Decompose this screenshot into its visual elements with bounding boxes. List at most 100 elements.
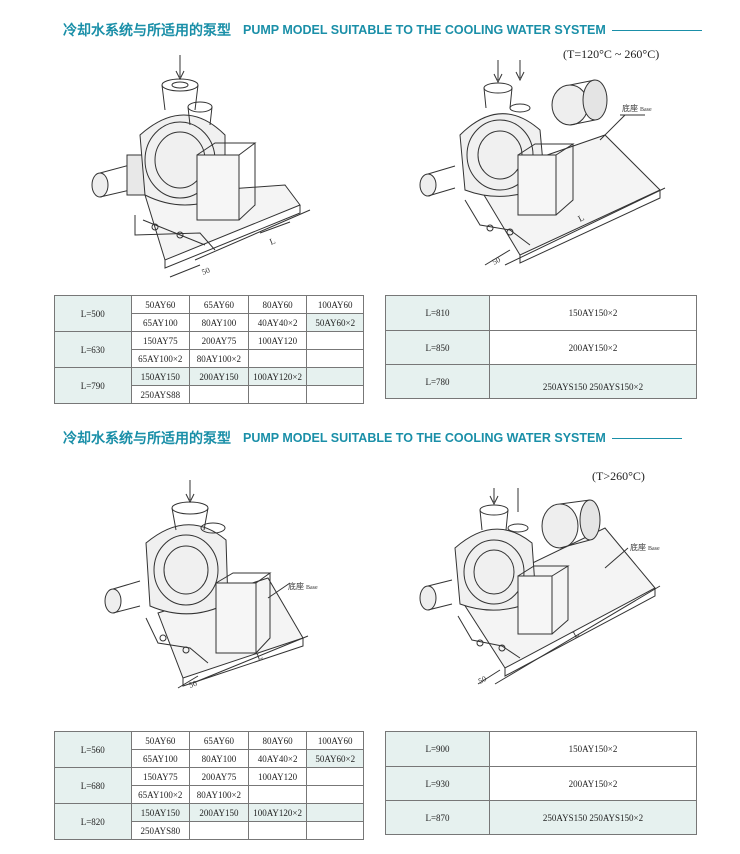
pump-model-cell: 80AY60 (247, 731, 308, 750)
pump-model-cell: 50AY60 (130, 731, 191, 750)
base-label: 底座 Base (622, 103, 652, 113)
dim-L: L (268, 236, 277, 247)
table-row: L=900 150AY150×2 (386, 732, 696, 766)
pump-model: 250AYS150 250AYS150×2 (490, 365, 696, 398)
pump-model-cell (306, 367, 364, 386)
pump-model-cell (306, 803, 364, 822)
spec-table-1-right: L=810 150AY150×2 L=850 200AY150×2 L=780 … (385, 295, 697, 399)
pump-model-cell: 100AY60 (306, 295, 364, 314)
dim-50: 50 (188, 679, 199, 690)
length-label: L=630 (54, 331, 132, 368)
pump-drawing-1-left: 50 L (91, 55, 311, 278)
dim-L: L (576, 212, 586, 223)
length-label: L=560 (54, 731, 132, 768)
pump-model-cell: 200AY75 (189, 767, 249, 786)
pump-model-cell: 80AY100×2 (189, 785, 249, 804)
temperature-range-2: (T>260°C) (592, 469, 645, 483)
table-row: L=850 200AY150×2 (386, 330, 696, 365)
pump-model-cell: 250AYS80 (130, 821, 191, 840)
section-1-title: 冷却水系统与所适用的泵型 PUMP MODEL SUITABLE TO THE … (63, 20, 702, 40)
pump-model-cell: 100AY120×2 (247, 803, 308, 822)
length-label: L=500 (54, 295, 132, 332)
pump-model-cell: 200AY150 (189, 367, 249, 386)
length-label: L=790 (54, 367, 132, 404)
pump-model-cell (306, 385, 364, 404)
pump-model-cell (306, 785, 364, 804)
pump-model: 150AY150×2 (568, 308, 618, 318)
title-rule (611, 29, 702, 31)
temperature-range-1: (T=120°C ~ 260°C) (563, 47, 660, 61)
title-rule (611, 437, 682, 439)
pump-model-cell: 150AY75 (130, 331, 191, 350)
pump-model-cell: 80AY60 (247, 295, 308, 314)
pump-model: 200AY150×2 (568, 343, 618, 353)
pump-model-cell: 200AY75 (189, 331, 249, 350)
pump-model-cell (306, 767, 364, 786)
pump-model-cell: 80AY100 (189, 749, 249, 768)
pump-model-cell: 100AY120 (247, 767, 308, 786)
pump-model-cell (247, 349, 308, 368)
length-label: L=900 (386, 732, 490, 766)
length-label: L=810 (386, 296, 490, 330)
length-label: L=680 (54, 767, 132, 804)
table-row: 250AYS80 (55, 821, 364, 840)
pump-model-cell: 65AY100 (130, 313, 191, 332)
pump-model-cell (189, 821, 249, 840)
pump-model: 200AY150×2 (568, 779, 618, 789)
pump-model-cell (247, 821, 308, 840)
pump-model-cell: 100AY60 (306, 731, 364, 750)
pump-model-cell: 250AYS88 (130, 385, 191, 404)
dim-L: L (255, 651, 264, 662)
pump-model-cell: 65AY60 (189, 731, 249, 750)
section-1-title-en: PUMP MODEL SUITABLE TO THE COOLING WATER… (243, 23, 606, 37)
pump-drawing-2-right: 底座 Base 50 L (419, 488, 661, 686)
pump-model: 150AY150×2 (568, 744, 618, 754)
pump-model-cell (306, 349, 364, 368)
table-row: L=870 250AYS150 250AYS150×2 (386, 800, 696, 834)
section-2-title: 冷却水系统与所适用的泵型 PUMP MODEL SUITABLE TO THE … (63, 428, 682, 448)
dim-50: 50 (200, 266, 211, 277)
pump-model-cell: 150AY150 (130, 367, 191, 386)
pump-model-cell: 40AY40×2 (247, 313, 308, 332)
base-label: 底座 Base (630, 542, 660, 552)
dim-50: 50 (491, 255, 502, 267)
pump-model-cell: 65AY100 (130, 749, 191, 768)
table-row: L=810 150AY150×2 (386, 296, 696, 330)
spec-table-2-right: L=900 150AY150×2 L=930 200AY150×2 L=870 … (385, 731, 697, 835)
pump-model-cell: 65AY60 (189, 295, 249, 314)
length-label: L=930 (386, 767, 490, 801)
pump-model-cell: 50AY60×2 (306, 313, 364, 332)
base-label: 底座 Base (288, 581, 318, 591)
dim-50: 50 (477, 674, 488, 686)
pump-model-cell: 65AY100×2 (130, 349, 191, 368)
pump-model-cell (247, 385, 308, 404)
pump-model-cell: 50AY60×2 (306, 749, 364, 768)
pump-model-cell: 65AY100×2 (130, 785, 191, 804)
pump-model-cell: 50AY60 (130, 295, 191, 314)
pump-model-cell: 80AY100 (189, 313, 249, 332)
table-row: L=780 250AYS150 250AYS150×2 (386, 364, 696, 398)
pump-model-cell (306, 331, 364, 350)
table-row: 250AYS88 (55, 385, 364, 404)
length-label: L=870 (386, 801, 490, 834)
pump-model-cell: 150AY75 (130, 767, 191, 786)
pump-model-cell: 100AY120×2 (247, 367, 308, 386)
dim-L: L (571, 628, 581, 639)
section-2-title-cn: 冷却水系统与所适用的泵型 (63, 431, 231, 447)
section-1-title-cn: 冷却水系统与所适用的泵型 (63, 23, 231, 39)
pump-model-cell: 200AY150 (189, 803, 249, 822)
length-label: L=850 (386, 331, 490, 365)
pump-drawing-1-right: 底座 Base 50 L (419, 60, 666, 267)
pump-drawing-2-left: 底座 Base 50 L (104, 480, 318, 690)
section-2-title-en: PUMP MODEL SUITABLE TO THE COOLING WATER… (243, 431, 606, 445)
pump-model-cell: 150AY150 (130, 803, 191, 822)
length-label: L=780 (386, 365, 490, 398)
